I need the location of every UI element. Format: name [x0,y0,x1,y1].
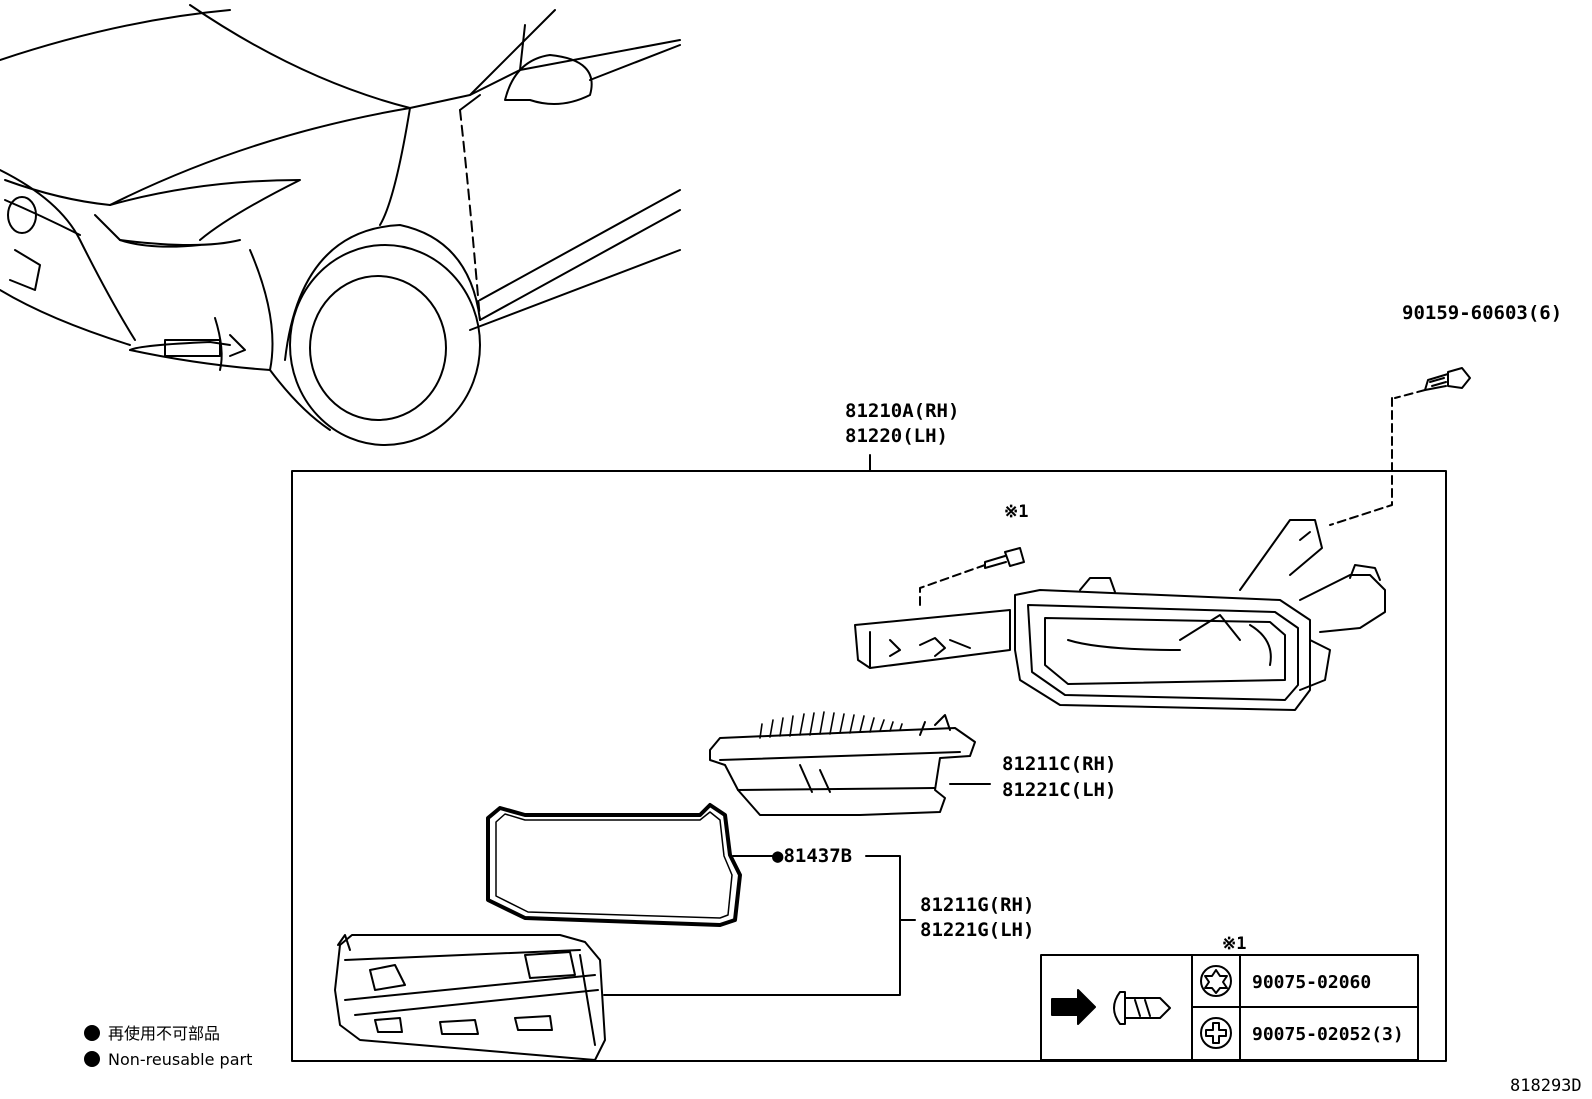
screw-note-1 [919,547,1025,611]
leader-lens [603,855,901,996]
label-screw-note: ※1 [1004,502,1029,522]
legend-jp-text: 再使用不可部品 [108,1024,221,1043]
table-part-1: 90075-02060 [1252,972,1372,993]
label-reflector-rh: 81211C(RH) [1002,753,1117,775]
legend-jp: 再使用不可部品 [84,1024,220,1044]
vehicle-front-illustration [0,4,681,446]
gasket-81437B [486,803,742,927]
label-bracket-rh: 81210A(RH) [845,400,960,422]
reflector-heatsink [709,711,976,816]
label-table-note: ※1 [1222,934,1247,954]
label-lens-rh: 81211G(RH) [920,894,1035,916]
torx-head-icon [1200,965,1232,997]
fastener-table [1040,954,1419,1061]
label-bracket-lh: 81220(LH) [845,425,948,447]
phillips-head-icon [1200,1017,1232,1049]
legend-en: Non-reusable part [84,1050,252,1070]
table-part-2: 90075-02052(3) [1252,1024,1404,1045]
fog-lamp-bracket [854,519,1386,711]
diagram-id: 818293D [1510,1076,1582,1096]
label-gasket: ●81437B [772,845,853,867]
bolt-90159-60603 [1329,367,1471,526]
bullet-icon [84,1051,100,1067]
label-bolt: 90159-60603(6) [1402,302,1563,324]
label-lens-lh: 81221G(LH) [920,919,1035,941]
label-reflector-lh: 81221C(LH) [1002,779,1117,801]
lens-cover [334,934,606,1061]
bullet-icon [84,1025,100,1041]
legend-en-text: Non-reusable part [108,1050,253,1069]
